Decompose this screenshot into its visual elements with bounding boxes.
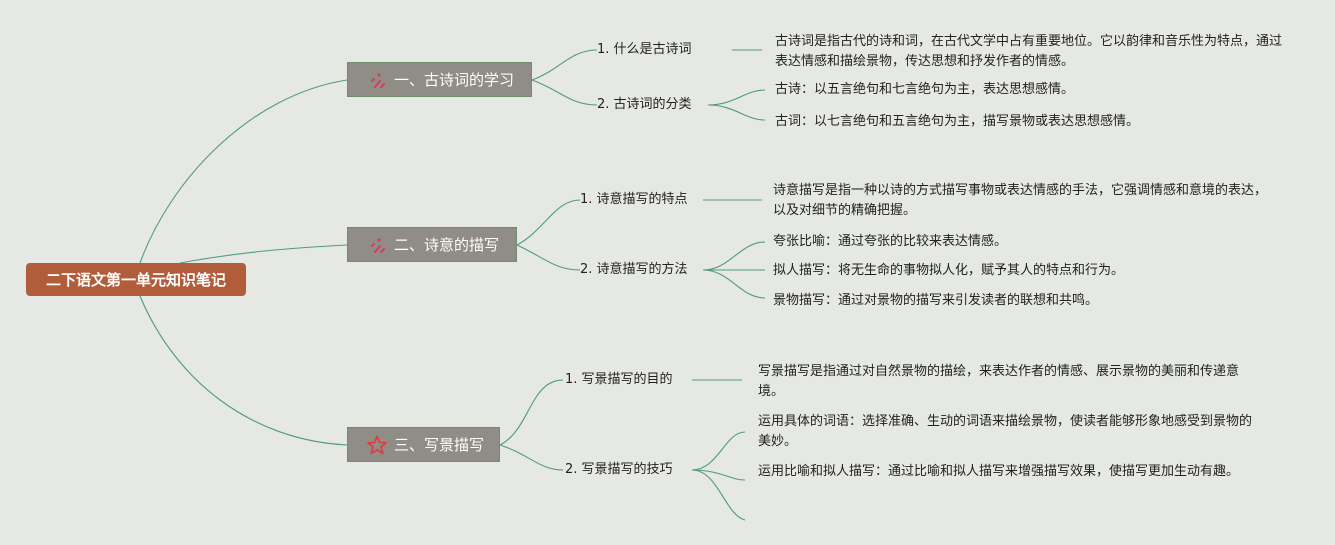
link-b1-s1 xyxy=(531,49,598,81)
branch-node-3[interactable]: 三、写景描写 xyxy=(347,427,500,462)
leaf-node[interactable]: 古诗：以五言绝句和七言绝句为主，表达思想感情。 xyxy=(775,82,1075,97)
leaf-node[interactable]: 古诗词是指古代的诗和词，在古代文学中占有重要地位。它以韵律和音乐性为特点，通过表… xyxy=(775,34,1283,69)
link-root-branch-3 xyxy=(139,295,348,446)
branch-label: 三、写景描写 xyxy=(394,436,485,454)
link-b3-s1 xyxy=(499,379,564,446)
link-root-branch-1 xyxy=(139,79,348,264)
link-b2-s2 xyxy=(516,244,581,271)
leaf-node[interactable]: 诗意描写是指一种以诗的方式描写事物或表达情感的手法，它强调情感和意境的表达，以及… xyxy=(773,183,1268,218)
star-icon xyxy=(367,435,387,454)
leaf-node[interactable]: 运用具体的词语：选择准确、生动的词语来描绘景物，使读者能够形象地感受到景物的美妙… xyxy=(758,414,1253,449)
leaf-node[interactable]: 夸张比喻：通过夸张的比较来表达情感。 xyxy=(773,234,1008,249)
sub-node[interactable]: 2. 诗意描写的方法 xyxy=(580,262,688,277)
leaf-node[interactable]: 写景描写是指通过对自然景物的描绘，来表达作者的情感、展示景物的美丽和传递意境。 xyxy=(758,364,1240,399)
leaf-node[interactable]: 拟人描写：将无生命的事物拟人化，赋予其人的特点和行为。 xyxy=(773,263,1125,278)
branch-node-2[interactable]: 二、诗意的描写 xyxy=(347,227,517,262)
sub-node[interactable]: 1. 什么是古诗词 xyxy=(597,42,692,57)
link-root-branch-2 xyxy=(179,244,348,264)
link-b2-s1 xyxy=(516,199,581,246)
link-b1-s2 xyxy=(531,79,598,106)
leaf-node[interactable]: 运用比喻和拟人描写：通过比喻和拟人描写来增强描写效果，使描写更加生动有趣。 xyxy=(758,464,1240,479)
sub-node[interactable]: 1. 写景描写的目的 xyxy=(565,372,673,387)
sub-node[interactable]: 2. 写景描写的技巧 xyxy=(565,462,673,477)
sparkle-icon xyxy=(371,72,385,88)
leaf-node[interactable]: 景物描写：通过对景物的描写来引发读者的联想和共鸣。 xyxy=(773,293,1099,308)
root-node[interactable]: 二下语文第一单元知识笔记 xyxy=(26,263,246,296)
link-b3-s2 xyxy=(499,444,564,471)
sub-node[interactable]: 1. 诗意描写的特点 xyxy=(580,192,688,207)
sub-node[interactable]: 2. 古诗词的分类 xyxy=(597,97,692,112)
branch-label: 二、诗意的描写 xyxy=(394,236,500,254)
branch-node-1[interactable]: 一、古诗词的学习 xyxy=(347,62,532,97)
sparkle-icon xyxy=(371,237,385,253)
leaf-node[interactable]: 古词：以七言绝句和五言绝句为主，描写景物或表达思想感情。 xyxy=(775,114,1140,129)
branch-label: 一、古诗词的学习 xyxy=(394,71,515,89)
